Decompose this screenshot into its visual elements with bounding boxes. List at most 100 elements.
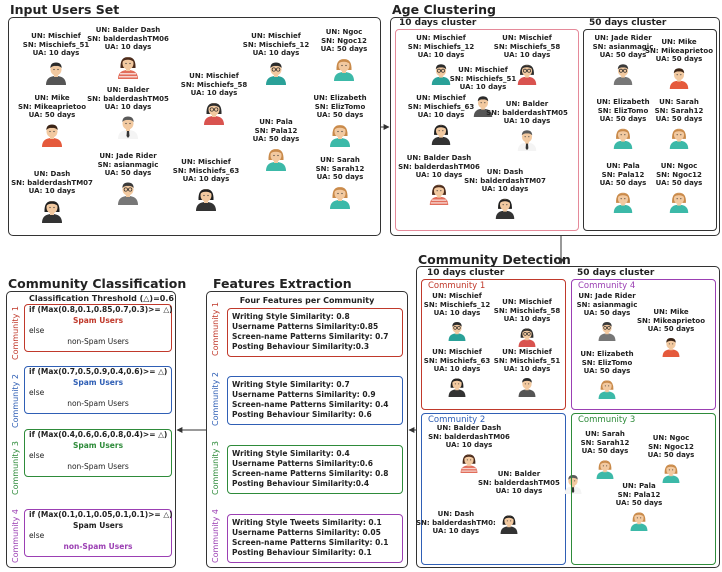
user-avatar — [9, 197, 95, 223]
user-ua: UA: 50 days — [647, 325, 695, 333]
cc-c3-else: else — [29, 451, 45, 460]
community-3-title: Community 3 — [578, 415, 636, 425]
user-sn: SN: Mischiefs_51 — [449, 74, 517, 83]
user-sn: SN: balderdashTM05 — [87, 94, 169, 103]
user-ua: UA: 50 days — [28, 111, 76, 119]
user-un: UN: Mischief — [181, 158, 231, 166]
user-un: UN: Mike — [34, 94, 70, 102]
user-sn: SN: balderdashTM06 — [87, 34, 169, 43]
age-clustering-title: Age Clustering — [392, 2, 496, 17]
user-un: UN: Mischief — [251, 32, 301, 40]
cc-c1-else: else — [29, 326, 45, 335]
user-ua: UA: 10 days — [417, 111, 465, 119]
user-ua: UA: 10 days — [459, 83, 507, 91]
fe-c2-line-3: Screen-name Patterns Similarity: 0.4 — [232, 400, 389, 409]
cd-cluster-50-title: 50 days cluster — [577, 268, 655, 278]
user-ua: UA: 50 days — [583, 309, 631, 317]
fe-c1-line-2: Username Patterns Similarity:0.85 — [232, 322, 379, 331]
teal-woman-avatar-icon — [613, 192, 633, 213]
user-avatar — [414, 319, 500, 341]
user-avatar — [426, 451, 512, 473]
community-1-title: Community 1 — [428, 281, 486, 291]
user-un: UN: Jade Rider — [594, 34, 652, 42]
user-ua: UA: 10 days — [433, 309, 481, 317]
fe-community-1-box: Writing Style Similarity: 0.8 Username P… — [227, 308, 403, 357]
dark-woman-avatar-icon — [495, 198, 515, 219]
fe-c1-line-4: Posting Behaviour Similarity:0.3 — [232, 342, 370, 351]
user-sn: SN: Mischiefs_58 — [180, 80, 248, 89]
user-un: UN: Sarah — [585, 430, 625, 438]
user-ua: UA: 10 days — [503, 365, 551, 373]
user-un: UN: Balder — [106, 86, 150, 94]
input-users-title: Input Users Set — [10, 2, 120, 17]
user-ua: UA: 50 days — [599, 51, 647, 59]
fe-c3-line-4: Posting Behaviour Similarity:0.4 — [232, 479, 370, 488]
user-sn: SN: balderdashTM05 — [478, 478, 560, 487]
user-un: UN: Balder — [505, 100, 549, 108]
user-avatar — [233, 145, 319, 171]
cc-c2-condition: if (Max(0.7,0.5,0.9,0.4,0.6)>= △) — [29, 367, 168, 376]
user-sn: SN: Mischiefs_63 — [407, 102, 475, 111]
features-extraction-panel: Four Features per Community Community 1 … — [206, 291, 408, 568]
user-avatar — [440, 93, 526, 117]
teal-woman-avatar-icon — [334, 58, 354, 81]
user-ua: UA: 10 days — [32, 49, 80, 57]
teal-glasses-man-avatar-icon — [431, 63, 451, 85]
teal-woman-avatar-icon — [669, 128, 689, 149]
user-avatar — [398, 61, 484, 85]
user-ua: UA: 50 days — [655, 179, 703, 187]
user-un: UN: Balder Dash — [436, 424, 502, 432]
user-avatar — [564, 377, 650, 399]
age-clustering-panel: 10 days cluster 50 days cluster UN: Misc… — [390, 17, 720, 236]
grey-man-avatar-icon — [613, 63, 633, 85]
user-ua: UA: 10 days — [503, 117, 551, 125]
user-ua: UA: 10 days — [503, 315, 551, 323]
user-sn: SN: Pala12 — [254, 126, 298, 135]
user-sn: SN: Mischiefs_12 — [407, 42, 475, 51]
user-un: UN: Jade Rider — [99, 152, 157, 160]
user-ua: UA: 50 days — [581, 447, 629, 455]
user-ua: UA: 10 days — [415, 171, 463, 179]
user-ua: UA: 10 days — [104, 43, 152, 51]
teal-woman-avatar-icon — [669, 192, 689, 213]
cc-c1-result: Spam Users — [72, 315, 124, 325]
user-sn: SN: balderdashTM06 — [398, 162, 480, 171]
teal-woman-avatar-icon — [630, 511, 648, 531]
user-ua: UA: 50 days — [320, 45, 368, 53]
user-avatar — [85, 113, 171, 139]
striped-woman-avatar-icon — [460, 453, 478, 473]
user-avatar — [233, 59, 319, 85]
user-sn: SN: Mikeaprietoo — [636, 316, 705, 325]
user-sn: SN: balderdashTM07 — [464, 176, 546, 185]
community-4-title: Community 4 — [578, 281, 636, 291]
user-sn: SN: asianmagic — [576, 300, 638, 309]
cc-community-1-box: if (Max(0.8,0.1,0.85,0.7,0.3)>= △) Spam … — [24, 304, 173, 352]
user-un: UN: Mischief — [416, 34, 466, 42]
tie-man-avatar-icon — [517, 129, 537, 151]
user-avatar — [564, 319, 650, 341]
user-un: UN: Mischief — [502, 348, 552, 356]
cc-c4-result: Spam Users — [72, 520, 124, 530]
user-sn: SN: ElizTomo — [581, 358, 633, 367]
teal-glasses-man-avatar-icon — [448, 321, 466, 341]
user-avatar — [636, 125, 722, 149]
user-avatar — [580, 61, 666, 85]
red-woman-avatar-icon — [517, 64, 537, 85]
